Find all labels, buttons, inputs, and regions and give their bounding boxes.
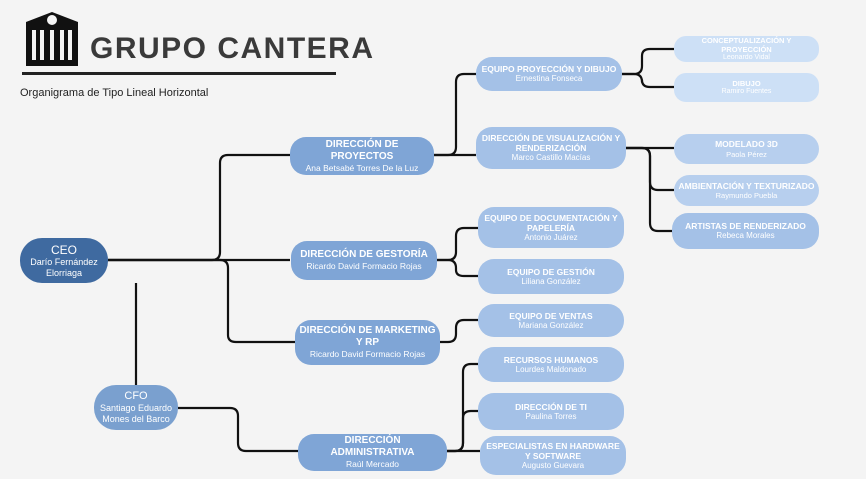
- node-dir-administrativa[interactable]: DIRECCIÓN ADMINISTRATIVA Raúl Mercado: [298, 434, 447, 471]
- node-title: DIRECCIÓN ADMINISTRATIVA: [330, 435, 415, 459]
- node-person: Paola Pérez: [726, 149, 767, 159]
- node-title: EQUIPO PROYECCIÓN Y DIBUJO: [481, 64, 617, 75]
- node-title: MODELADO 3D: [715, 139, 778, 150]
- node-dir-gestoria[interactable]: DIRECCIÓN DE GESTORÍA Ricardo David Form…: [291, 241, 437, 280]
- building-logo-icon: [26, 12, 78, 66]
- node-person: Antonio Juárez: [524, 232, 578, 242]
- node-dibujo[interactable]: DIBUJO Ramiro Fuentes: [674, 73, 819, 102]
- node-person: Raymundo Puebla: [715, 191, 778, 201]
- node-title: CEO: [50, 242, 77, 257]
- node-person: Ramiro Fuentes: [721, 87, 772, 95]
- brand-underline: [22, 72, 336, 75]
- node-person: Augusto Guevara: [521, 460, 585, 470]
- connector-line: [108, 258, 295, 344]
- node-cfo[interactable]: CFO Santiago Eduardo Mones del Barco: [94, 385, 178, 430]
- connector-line: [434, 72, 476, 157]
- connector-line: [622, 72, 674, 89]
- node-person: Darío Fernández Elorriaga: [30, 256, 98, 278]
- connector-line: [626, 146, 672, 233]
- connector-line: [437, 258, 478, 278]
- node-dir-marketing[interactable]: DIRECCIÓN DE MARKETING Y RP Ricardo Davi…: [295, 320, 440, 365]
- node-title: DIRECCIÓN DE PROYECTOS: [325, 138, 399, 162]
- node-dir-ti[interactable]: DIRECCIÓN DE TI Paulina Torres: [478, 393, 624, 430]
- node-person: Lourdes Maldonado: [515, 364, 587, 374]
- node-eq-proyeccion[interactable]: EQUIPO PROYECCIÓN Y DIBUJO Ernestina Fon…: [476, 57, 622, 91]
- brand-name: GRUPO CANTERA: [90, 32, 375, 65]
- node-title: DIRECCIÓN DE MARKETING Y RP: [299, 325, 436, 349]
- node-eq-ventas[interactable]: EQUIPO DE VENTAS Mariana González: [478, 304, 624, 337]
- node-person: Liliana González: [521, 276, 581, 286]
- node-title: EQUIPO DE VENTAS: [509, 310, 593, 321]
- node-title: AMBIENTACIÓN Y TEXTURIZADO: [678, 180, 815, 191]
- node-ambientacion[interactable]: AMBIENTACIÓN Y TEXTURIZADO Raymundo Pueb…: [674, 175, 819, 206]
- node-title: DIRECCIÓN DE VISUALIZACIÓN Y RENDERIZACI…: [481, 133, 621, 154]
- node-person: Ana Betsabé Torres De la Luz: [305, 162, 419, 173]
- node-person: Mariana González: [518, 320, 584, 330]
- node-person: Leonardo Vidal: [723, 53, 770, 61]
- connector-line: [437, 226, 478, 262]
- node-title: ARTISTAS DE RENDERIZADO: [685, 221, 806, 232]
- node-dir-proyectos[interactable]: DIRECCIÓN DE PROYECTOS Ana Betsabé Torre…: [290, 137, 434, 175]
- connector-line: [622, 47, 674, 76]
- node-person: Paulina Torres: [525, 411, 577, 421]
- node-title: DIRECCIÓN DE TI: [515, 401, 587, 412]
- node-title: EQUIPO DE DOCUMENTACIÓN Y PAPELERÍA: [484, 212, 618, 233]
- connector-line: [447, 409, 478, 453]
- node-dir-visualizacion[interactable]: DIRECCIÓN DE VISUALIZACIÓN Y RENDERIZACI…: [476, 127, 626, 169]
- node-conceptualizacion[interactable]: CONCEPTUALIZACIÓN Y PROYECCIÓN Leonardo …: [674, 36, 819, 62]
- node-artistas[interactable]: ARTISTAS DE RENDERIZADO Rebeca Morales: [672, 213, 819, 249]
- node-title: CONCEPTUALIZACIÓN Y PROYECCIÓN: [701, 36, 792, 54]
- node-modelado[interactable]: MODELADO 3D Paola Pérez: [674, 134, 819, 164]
- node-title: RECURSOS HUMANOS: [503, 354, 599, 365]
- node-person: Rebeca Morales: [716, 231, 775, 241]
- node-person: Ricardo David Formacio Rojas: [309, 349, 426, 360]
- chart-subtitle: Organigrama de Tipo Lineal Horizontal: [20, 87, 209, 99]
- node-rrhh[interactable]: RECURSOS HUMANOS Lourdes Maldonado: [478, 347, 624, 382]
- node-title: CFO: [124, 390, 148, 403]
- node-person: Raúl Mercado: [346, 459, 399, 470]
- node-eq-documentacion[interactable]: EQUIPO DE DOCUMENTACIÓN Y PAPELERÍA Anto…: [478, 207, 624, 248]
- node-person: Ricardo David Formacio Rojas: [306, 261, 422, 272]
- node-title: DIRECCIÓN DE GESTORÍA: [300, 249, 428, 261]
- node-ceo[interactable]: CEO Darío Fernández Elorriaga: [20, 238, 108, 283]
- node-person: Santiago Eduardo Mones del Barco: [99, 403, 173, 425]
- node-especialistas[interactable]: ESPECIALISTAS EN HARDWARE Y SOFTWARE Aug…: [480, 436, 626, 475]
- node-title: EQUIPO DE GESTIÓN: [507, 266, 595, 277]
- node-eq-gestion[interactable]: EQUIPO DE GESTIÓN Liliana González: [478, 259, 624, 294]
- connector-line: [440, 318, 478, 344]
- node-title: DIBUJO: [732, 78, 761, 88]
- connector-line: [108, 153, 290, 262]
- node-person: Ernestina Fonseca: [515, 74, 583, 84]
- node-title: ESPECIALISTAS EN HARDWARE Y SOFTWARE: [486, 440, 620, 461]
- node-person: Marco Castillo Macías: [511, 153, 591, 163]
- connector-line: [178, 406, 298, 453]
